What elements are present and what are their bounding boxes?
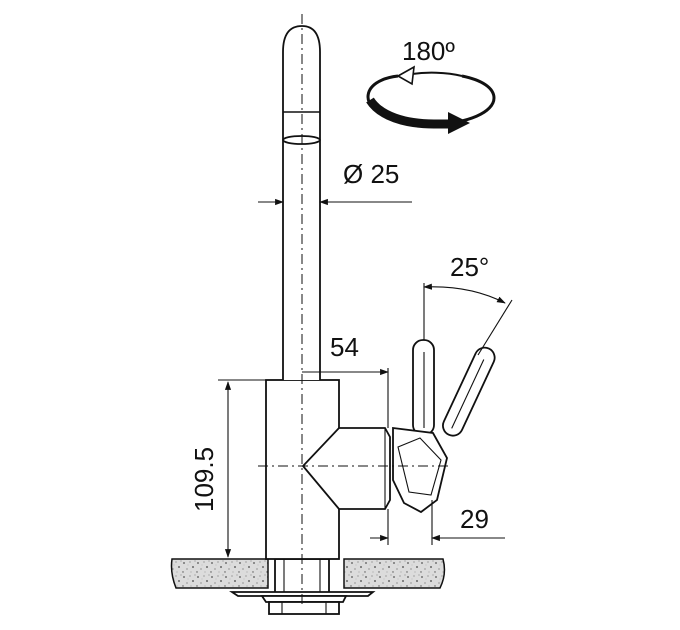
diameter-label: Ø 25: [343, 159, 399, 189]
height-dimension: 109.5: [189, 379, 268, 560]
lever-offset-dimension: 29: [370, 500, 505, 545]
rotation-arrow-icon: 180º: [366, 36, 496, 134]
worktop: [170, 558, 446, 589]
lever-angle-label: 25°: [450, 252, 489, 282]
rotation-label: 180º: [402, 36, 455, 66]
diameter-dimension: Ø 25: [258, 159, 412, 206]
spout-offset-dimension: 54: [302, 332, 389, 428]
mounting-shank: [229, 558, 376, 615]
lever-housing: [301, 427, 391, 510]
height-label: 109.5: [189, 447, 219, 512]
lever-offset-label: 29: [460, 504, 489, 534]
lever-upright: [412, 339, 435, 436]
lever-joint: [392, 426, 448, 514]
lever-tilted: [442, 346, 496, 437]
spout-offset-label: 54: [330, 332, 359, 362]
lever-angle-dimension: 25°: [423, 252, 513, 356]
